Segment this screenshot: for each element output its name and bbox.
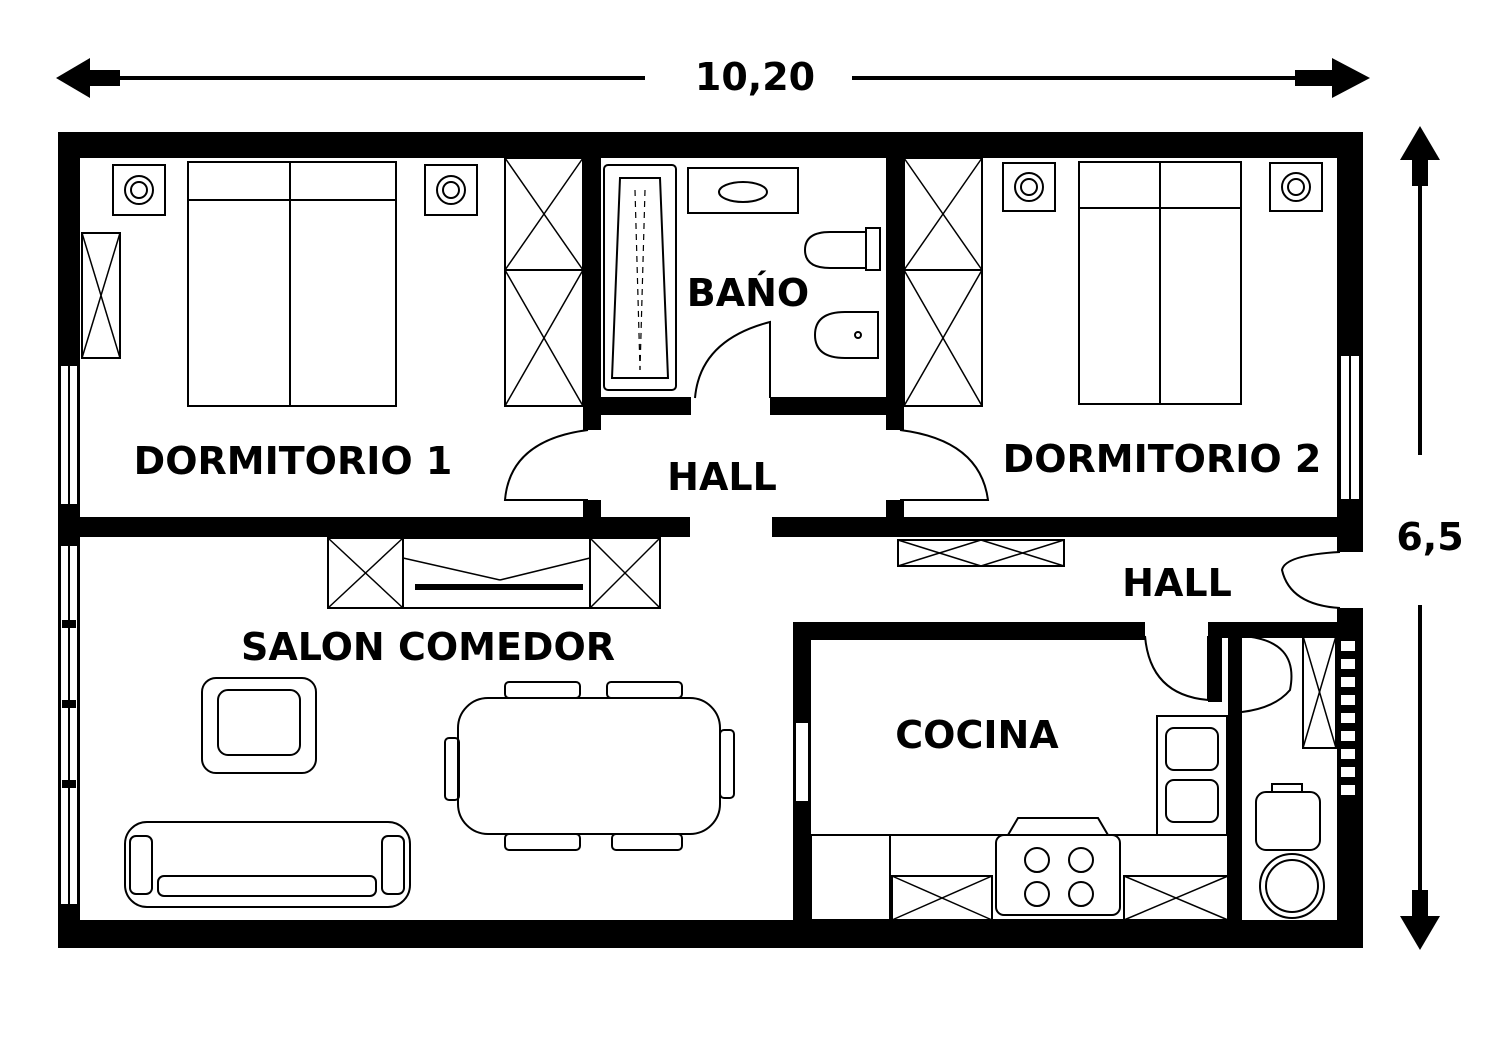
- armchair: [201, 677, 317, 774]
- width-dimension: 10,20: [56, 55, 1370, 99]
- kitchen-sink: [1156, 715, 1228, 836]
- door-laundry: [1241, 635, 1293, 713]
- bano-fixtures: [603, 164, 881, 391]
- room-label-bano: BAŃO: [687, 271, 809, 315]
- chair: [719, 729, 735, 799]
- door-dormitorio1: [503, 429, 589, 501]
- sofa: [124, 821, 411, 908]
- water-heater: [1255, 791, 1321, 851]
- arrow-up-icon: [1400, 126, 1440, 160]
- room-label-salon: SALON COMEDOR: [241, 625, 615, 669]
- width-dimension-label: 10,20: [695, 55, 815, 99]
- tv-cabinet: [327, 537, 661, 609]
- arrow-right-icon: [1332, 58, 1370, 98]
- chair: [504, 833, 581, 851]
- chair: [444, 737, 460, 801]
- bathtub: [603, 164, 677, 391]
- room-label-cocina: COCINA: [895, 713, 1059, 757]
- interior-walls: [80, 158, 1362, 922]
- toilet-icon: [803, 231, 867, 269]
- dresser: [81, 232, 121, 359]
- dormitorio2-furniture: [903, 157, 1323, 407]
- counter: [810, 834, 1229, 921]
- window: [794, 721, 810, 803]
- room-label-dormitorio1: DORMITORIO 1: [134, 439, 453, 483]
- dormitorio1-furniture: [81, 157, 584, 407]
- range-hood: [1007, 817, 1109, 836]
- height-dimension-label: 6,5: [1396, 515, 1463, 559]
- chair: [611, 833, 683, 851]
- arrow-down-icon: [1400, 916, 1440, 950]
- chair: [504, 681, 581, 699]
- wardrobe: [903, 157, 983, 407]
- windows: [59, 354, 1361, 906]
- cocina-furniture: [810, 635, 1337, 921]
- nightstand-lamp-icon: [1269, 162, 1323, 212]
- bidet-icon: [813, 311, 879, 359]
- room-label-hall-right: HALL: [1122, 561, 1232, 605]
- door-dormitorio2: [899, 429, 990, 501]
- room-label-dormitorio2: DORMITORIO 2: [1003, 437, 1322, 481]
- room-labels: DORMITORIO 1 BAŃO HALL DORMITORIO 2 HALL…: [134, 271, 1322, 757]
- double-bed: [187, 161, 397, 407]
- height-dimension: 6,5: [1396, 126, 1464, 950]
- tv-icon: [415, 584, 583, 590]
- arrow-left-icon: [56, 58, 90, 98]
- wardrobe: [504, 157, 584, 407]
- hall-closet: [897, 539, 1065, 567]
- dining-table: [457, 697, 721, 835]
- salon-furniture: [124, 537, 735, 908]
- nightstand-lamp-icon: [1002, 162, 1056, 212]
- door-cocina: [1144, 635, 1209, 702]
- door-entrance: [1280, 551, 1341, 609]
- washing-machine-icon: [1259, 853, 1325, 919]
- nightstand-lamp-icon: [112, 164, 166, 216]
- nightstand-lamp-icon: [424, 164, 478, 216]
- stove-icon: [995, 834, 1121, 916]
- cabinet: [891, 875, 993, 921]
- doors: [503, 320, 1341, 713]
- vent-grille: [1339, 639, 1357, 797]
- laundry-shelf: [1302, 635, 1337, 749]
- cabinet: [1123, 875, 1229, 921]
- door-bano: [694, 320, 771, 399]
- toilet-tank: [865, 227, 881, 271]
- chair: [606, 681, 683, 699]
- width-arrow-shaft-right: [1295, 70, 1337, 86]
- hall-wardrobe: [897, 539, 1065, 567]
- room-label-hall-center: HALL: [667, 455, 777, 499]
- sink: [687, 167, 799, 214]
